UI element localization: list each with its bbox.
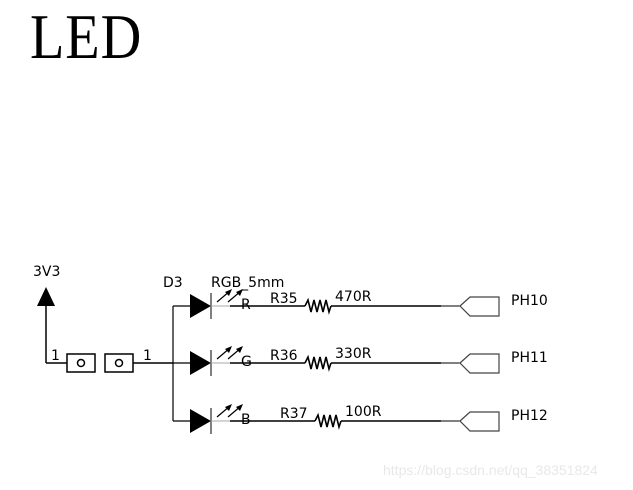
resistor-ref: R35: [270, 291, 298, 307]
led-channel-r: R R35 470R PH10: [173, 289, 548, 319]
resistor-icon: [304, 354, 332, 372]
resistor-icon: [314, 412, 342, 430]
led-channel-g: G R36 330R PH11: [173, 346, 548, 376]
net-label: PH11: [511, 350, 548, 366]
watermark: https://blog.csdn.net/qq_38351824: [383, 462, 598, 478]
net-label: PH10: [511, 293, 548, 309]
net-port-icon: [459, 296, 500, 317]
resistor-ref: R37: [280, 406, 308, 422]
led-pin-label: R: [241, 297, 251, 313]
jumper-pin-right: 1: [143, 348, 152, 364]
net-label: PH12: [511, 408, 548, 424]
resistor-value: 330R: [335, 346, 372, 362]
resistor-value: 100R: [345, 404, 382, 420]
power-symbol-3v3: 3V3: [33, 264, 67, 364]
page-title: LED: [30, 1, 143, 72]
resistor-value: 470R: [335, 289, 372, 305]
jumper-pin-left: 1: [51, 348, 60, 364]
net-port-icon: [459, 411, 500, 432]
light-emission-icon: [216, 289, 243, 303]
power-arrow-icon: [37, 287, 55, 306]
jumper: 1 1: [51, 348, 173, 373]
net-port-icon: [459, 353, 500, 374]
led-pin-label: G: [241, 354, 252, 370]
power-label: 3V3: [33, 264, 60, 280]
diode-icon: [190, 351, 211, 375]
diode-icon: [190, 409, 211, 433]
diode-icon: [190, 294, 211, 318]
led-channel-b: B R37 100R PH12: [173, 404, 548, 434]
resistor-icon: [304, 297, 332, 315]
light-emission-icon: [216, 346, 243, 360]
led-ref: D3: [163, 275, 183, 291]
light-emission-icon: [216, 404, 243, 418]
led-value: RGB_5mm: [211, 275, 284, 291]
led-pin-label: B: [241, 412, 251, 428]
resistor-ref: R36: [270, 348, 298, 364]
